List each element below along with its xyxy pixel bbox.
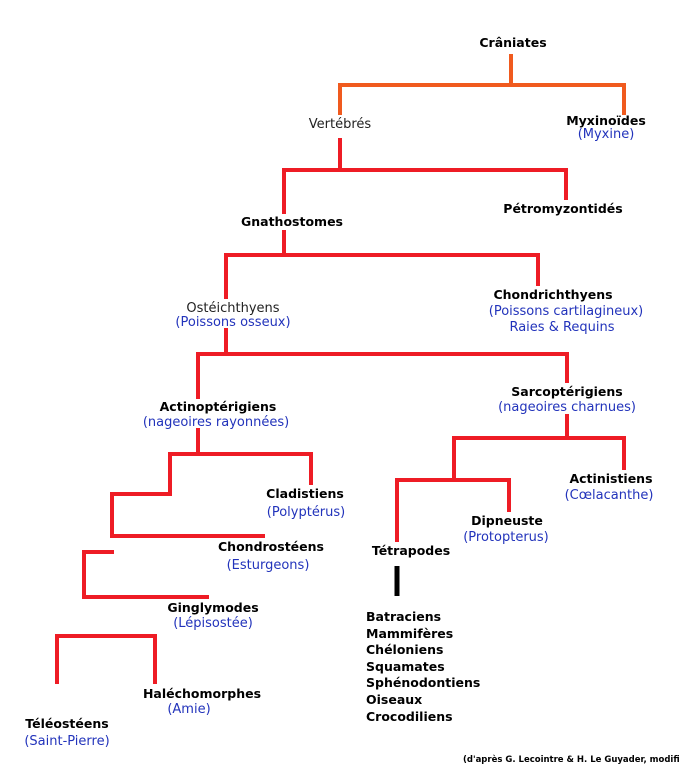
- source-credit: (d'après G. Lecointre & H. Le Guyader, m…: [463, 755, 680, 765]
- label-teleosteens: Téléostéens: [25, 716, 109, 731]
- branch-osteichthyens-bar: [196, 352, 569, 399]
- label-actinistiens: Actinistiens: [569, 471, 653, 486]
- label-myxinoides: Myxinoïdes: [566, 113, 646, 128]
- example-ginglymodes: (Lépisostée): [173, 616, 253, 631]
- example-teleosteens: (Saint-Pierre): [24, 734, 110, 749]
- label-osteichthyens: Ostéichthyens: [186, 301, 280, 316]
- list-item: Crocodiliens: [366, 708, 453, 724]
- label-dipneuste: Dipneuste: [471, 513, 543, 528]
- label-tetrapodes: Tétrapodes: [371, 543, 451, 558]
- list-item: Oiseaux: [366, 691, 423, 707]
- label-gnathostomes: Gnathostomes: [240, 214, 344, 229]
- branch-sarco-bar: [452, 436, 626, 482]
- branch-teleost-bar: [55, 634, 157, 684]
- label-petromyzontides: Pétromyzontidés: [503, 201, 623, 216]
- example-actinopterigiens: (nageoires rayonnées): [142, 415, 290, 430]
- branch-root-bar: [338, 83, 626, 115]
- label-chondrichthyens: Chondrichthyens: [493, 287, 613, 302]
- list-item: Squamates: [366, 658, 445, 674]
- list-item: Chéloniens: [366, 642, 444, 658]
- label-ginglymodes: Ginglymodes: [167, 600, 259, 615]
- example-cladistiens: (Polyptérus): [266, 505, 346, 520]
- label-chondrosteens: Chondrostéens: [218, 539, 324, 554]
- example-actinistiens: (Cœlacanthe): [564, 488, 654, 503]
- tetrapod-groups-list: Batraciens Mammifères Chéloniens Squamat…: [366, 609, 480, 725]
- list-item: Sphénodontiens: [366, 675, 481, 691]
- example-halechomorphes: (Amie): [167, 702, 211, 717]
- example-chondrosteens: (Esturgeons): [226, 558, 310, 573]
- example-chondrichthyens: (Poissons cartilagineux): [488, 304, 644, 319]
- list-item: Batraciens: [366, 609, 442, 624]
- label-cladistiens: Cladistiens: [266, 486, 344, 501]
- example-myxinoides: (Myxine): [577, 127, 635, 142]
- branch-ginglymode-bar: [82, 550, 209, 599]
- list-item: Mammifères: [366, 625, 454, 641]
- label-sarcopterigiens: Sarcoptérigiens: [511, 384, 623, 399]
- branch-vertebres-bar: [282, 168, 568, 214]
- example2-chondrichthyens: Raies & Requins: [509, 320, 615, 335]
- label-vertebres: Vertébrés: [308, 117, 372, 132]
- label-actinopterigiens: Actinoptérigiens: [159, 399, 277, 414]
- label-craniates: Crâniates: [479, 35, 547, 50]
- label-halechomorphes: Haléchomorphes: [142, 686, 262, 701]
- example-sarcopterigiens: (nageoires charnues): [498, 400, 636, 415]
- example-osteichthyens: (Poissons osseux): [175, 315, 291, 330]
- example-dipneuste: (Protopterus): [463, 530, 549, 545]
- branch-dipneuste-bar: [395, 478, 511, 542]
- branch-chondrosteen-bar: [110, 492, 265, 538]
- branch-gnathostomes-bar: [224, 253, 540, 299]
